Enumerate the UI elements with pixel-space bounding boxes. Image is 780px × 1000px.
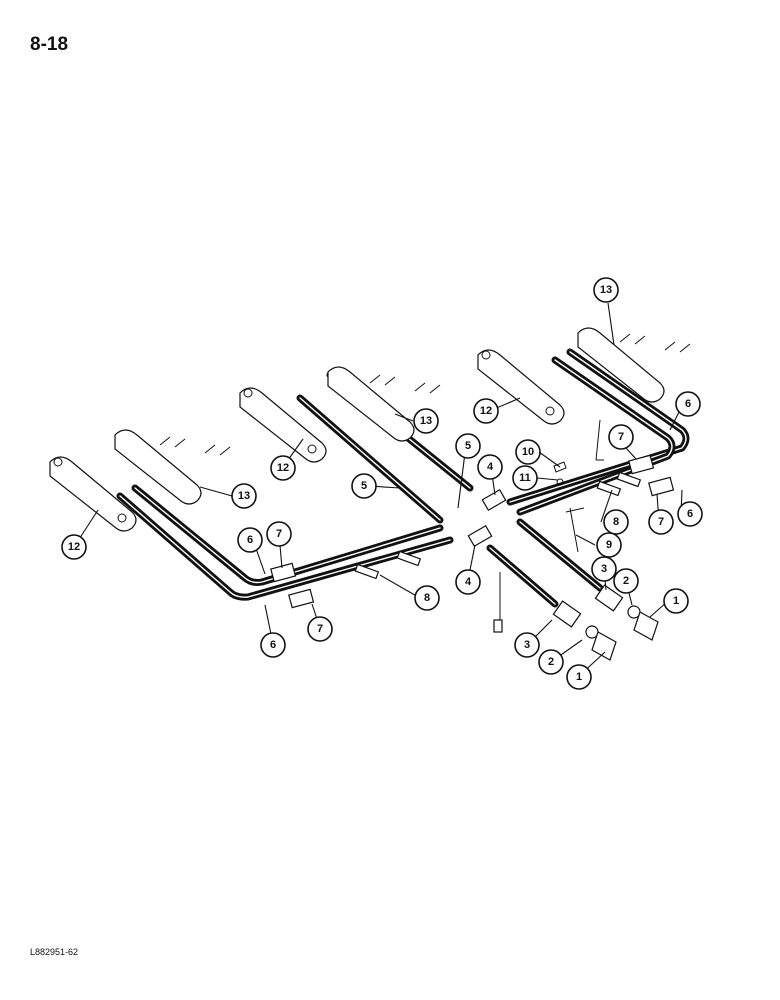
svg-text:10: 10 <box>522 446 534 458</box>
callout-8-right: 8 <box>603 509 629 535</box>
svg-text:6: 6 <box>270 639 276 651</box>
svg-text:2: 2 <box>623 575 629 587</box>
callout-9: 9 <box>596 532 622 558</box>
callout-12-right-center: 12 <box>473 398 499 424</box>
cylinder-right-center <box>477 349 565 425</box>
callout-3-right: 3 <box>591 556 617 582</box>
callout-13-upper-right: 13 <box>593 277 619 303</box>
svg-text:1: 1 <box>673 595 679 607</box>
svg-text:13: 13 <box>238 490 250 502</box>
callout-4-lower: 4 <box>455 569 481 595</box>
callout-6-left-upper: 6 <box>237 527 263 553</box>
svg-text:12: 12 <box>68 541 80 553</box>
svg-text:3: 3 <box>601 563 607 575</box>
svg-text:7: 7 <box>317 623 323 635</box>
callout-6-right-lower: 6 <box>677 501 703 527</box>
callout-6-left-lower: 6 <box>260 632 286 658</box>
cylinder-upper-right-13 <box>577 327 691 403</box>
cylinder-left-center <box>239 387 327 463</box>
callout-6-upper-right: 6 <box>675 391 701 417</box>
callout-7-right-lower: 7 <box>648 509 674 535</box>
svg-text:6: 6 <box>685 398 691 410</box>
callout-13-center: 13 <box>413 408 439 434</box>
svg-text:8: 8 <box>424 592 430 604</box>
callout-12-upper-left: 12 <box>144 438 156 450</box>
svg-text:6: 6 <box>687 508 693 520</box>
callout-10: 10 <box>515 439 541 465</box>
svg-text:3: 3 <box>524 639 530 651</box>
figure-code: L882951-62 <box>30 947 79 957</box>
svg-text:4: 4 <box>487 461 494 473</box>
page-number: 8-18 <box>30 34 69 55</box>
svg-text:7: 7 <box>658 516 664 528</box>
callout-12-left-center: 12 <box>270 455 296 481</box>
callout-13-left: 13 <box>231 483 257 509</box>
cylinder-center-13 <box>327 366 441 442</box>
svg-text:9: 9 <box>606 539 612 551</box>
callout-5-lower: 5 <box>351 473 377 499</box>
svg-text:2: 2 <box>548 656 554 668</box>
callout-12-left: 12 <box>61 534 87 560</box>
svg-text:1: 1 <box>576 671 582 683</box>
svg-text:8: 8 <box>613 516 619 528</box>
svg-text:7: 7 <box>618 431 624 443</box>
svg-text:11: 11 <box>519 472 531 484</box>
callout-3-lower: 3 <box>514 632 540 658</box>
callout-2-lower: 2 <box>538 649 564 675</box>
svg-text:7: 7 <box>276 528 282 540</box>
svg-text:13: 13 <box>420 415 432 427</box>
callout-1-right: 1 <box>663 588 689 614</box>
fittings <box>270 419 675 661</box>
svg-text:4: 4 <box>465 576 472 588</box>
cylinder-left <box>49 456 137 532</box>
svg-text:13: 13 <box>600 284 612 296</box>
callout-5-upper: 5 <box>455 433 481 459</box>
callout-8-left: 8 <box>414 585 440 611</box>
svg-text:5: 5 <box>361 480 367 492</box>
leader-lines <box>73 302 684 677</box>
callout-4-upper: 4 <box>477 454 503 480</box>
cylinder-upper-left-13 <box>114 429 231 505</box>
svg-text:12: 12 <box>277 462 289 474</box>
callout-1-lower: 1 <box>566 664 592 690</box>
callout-2-right: 2 <box>613 568 639 594</box>
svg-text:5: 5 <box>465 440 471 452</box>
callout-11: 11 <box>512 465 538 491</box>
callout-7-left-lower: 7 <box>307 616 333 642</box>
callout-bubbles: 13 6 7 12 13 5 10 4 11 12 5 13 12 6 7 8 … <box>61 277 703 690</box>
svg-text:12: 12 <box>480 405 492 417</box>
svg-text:6: 6 <box>247 534 253 546</box>
lift-cylinders <box>49 327 691 532</box>
callout-7-upper-right: 7 <box>608 424 634 450</box>
callout-7-left-upper: 7 <box>266 521 292 547</box>
